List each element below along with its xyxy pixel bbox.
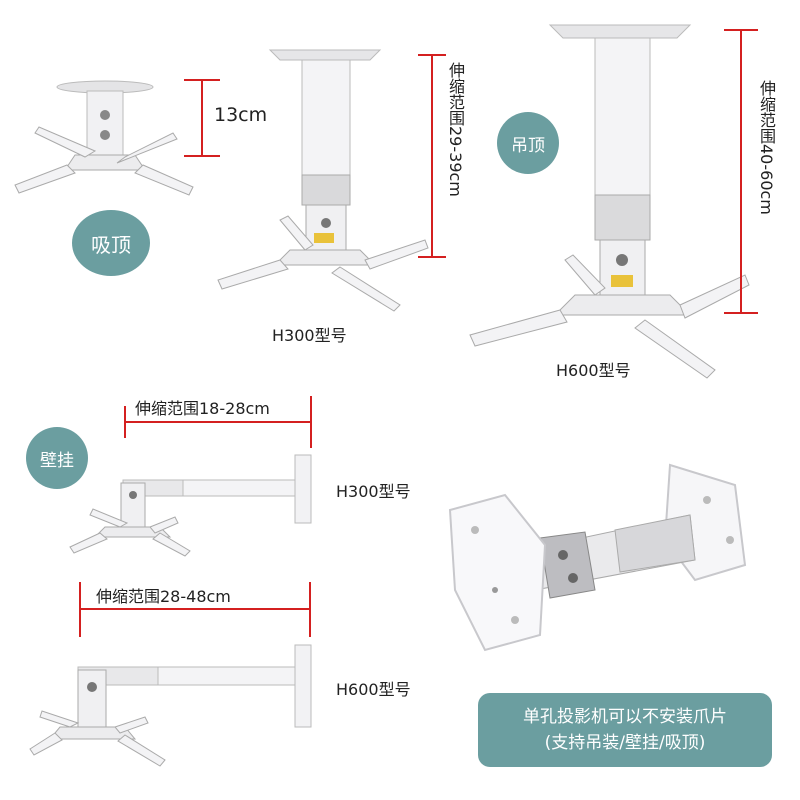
flush-dimension-cap-bottom [184,155,220,157]
h300-wall-range-label: 伸缩范围18-28cm [135,399,270,418]
badge-hang-ceiling-label: 吊顶 [511,135,545,156]
h600-wall-cap-right [309,582,311,637]
wall-plate-closeup-image [448,463,747,652]
h300-wall-mount-image [69,454,312,557]
h600-ceiling-model-label: H600型号 [556,361,631,380]
h300-wall-cap-left [124,406,126,438]
flush-height-label: 13cm [214,104,268,126]
flush-mount-image [14,80,194,196]
h300-wall-model-label: H300型号 [336,482,411,501]
h600-ceiling-mount-image [469,24,750,379]
h300-ceiling-dimension-line [431,55,433,257]
note-line-1: 单孔投影机可以不安装爪片 [523,707,727,727]
flush-dimension-line [201,80,203,156]
h300-ceiling-cap-top [418,54,446,56]
h600-wall-mount-image [29,644,312,767]
badge-hang-ceiling: 吊顶 [497,112,559,174]
h600-ceiling-range-label: 伸缩范围40-60cm [757,80,776,215]
h600-wall-dimension-line [80,608,310,610]
h300-wall-cap-right [310,396,312,448]
h600-ceiling-cap-top [724,29,758,31]
h600-ceiling-cap-bottom [724,312,758,314]
h300-ceiling-mount-image [217,49,429,312]
h600-ceiling-dimension-line [740,30,742,313]
badge-flush-ceiling-label: 吸顶 [91,232,131,257]
h600-wall-cap-left [79,582,81,637]
h300-ceiling-cap-bottom [418,256,446,258]
note-line-2: (支持吊装/壁挂/吸顶) [544,733,706,753]
badge-wall-label: 壁挂 [40,450,74,471]
h300-ceiling-range-label: 伸缩范围29-39cm [446,62,465,197]
badge-wall: 壁挂 [26,427,88,489]
badge-flush-ceiling: 吸顶 [72,210,150,276]
h600-wall-model-label: H600型号 [336,680,411,699]
h300-wall-dimension-line [125,421,311,423]
h300-ceiling-model-label: H300型号 [272,326,347,345]
single-hole-note: 单孔投影机可以不安装爪片 (支持吊装/壁挂/吸顶) [478,693,772,767]
flush-dimension-cap-top [184,79,220,81]
h600-wall-range-label: 伸缩范围28-48cm [96,587,231,606]
